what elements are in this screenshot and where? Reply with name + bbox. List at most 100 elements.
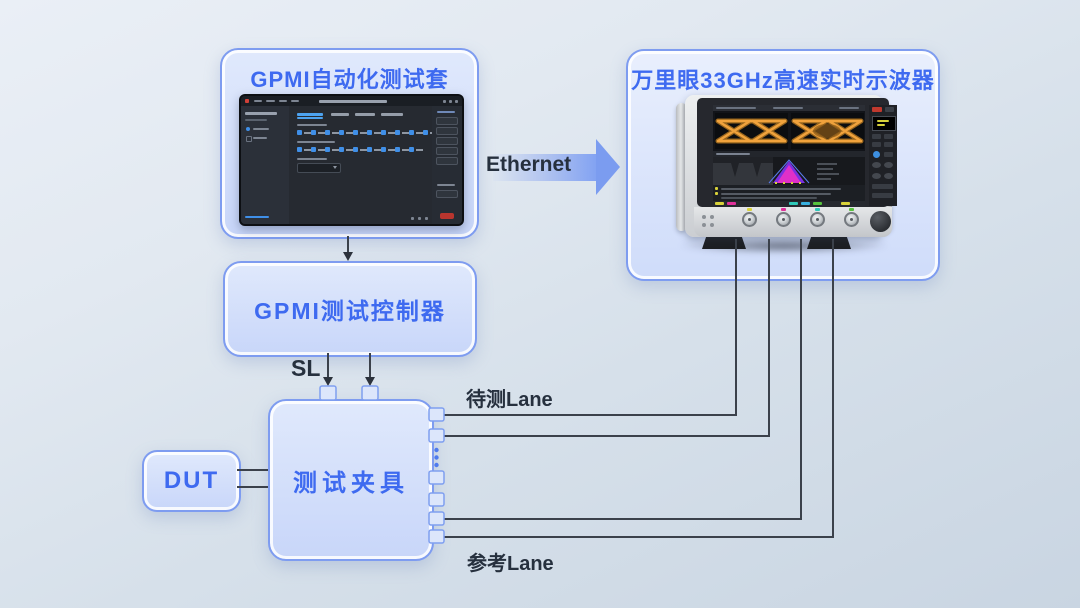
scope-channel-tabs bbox=[713, 201, 865, 206]
fixture-top-port-2 bbox=[361, 385, 379, 401]
ch2-color-dot bbox=[781, 208, 786, 211]
app-logo-icon bbox=[245, 99, 249, 103]
menu-item bbox=[266, 100, 275, 102]
ch3-color-dot bbox=[815, 208, 820, 211]
bnc-connector-ch1 bbox=[742, 212, 757, 227]
ch4-color-dot bbox=[849, 208, 854, 211]
channel-tab-yellow2 bbox=[841, 202, 850, 205]
app-window bbox=[241, 96, 462, 224]
lane-under-test-label: 待测Lane bbox=[466, 389, 553, 411]
channel-tab-cyan bbox=[801, 202, 810, 205]
knob-button-blue bbox=[873, 151, 880, 158]
menu-item bbox=[279, 100, 287, 102]
section-label bbox=[297, 141, 335, 143]
action-button bbox=[436, 147, 458, 155]
suite-box: GPMI自动化测试套 bbox=[220, 48, 479, 239]
scope-control-panel bbox=[869, 105, 897, 206]
section-label bbox=[297, 158, 327, 160]
controller-box: GPMI测试控制器 bbox=[223, 261, 477, 357]
ports-ellipsis-icon bbox=[434, 447, 439, 468]
column-label bbox=[437, 184, 455, 186]
scope-waveform-area bbox=[713, 157, 865, 185]
app-main bbox=[289, 106, 437, 224]
channel-tab-green bbox=[813, 202, 822, 205]
stop-button bbox=[440, 213, 454, 219]
eye-diagram-left bbox=[715, 113, 788, 149]
ethernet-label: Ethernet bbox=[486, 153, 572, 176]
tab-active bbox=[297, 113, 323, 116]
close-icon bbox=[455, 99, 458, 103]
app-title-text bbox=[319, 100, 387, 103]
controller-label: GPMI测试控制器 bbox=[254, 298, 446, 324]
scope-screen-toolbar bbox=[713, 105, 865, 111]
ethernet-arrow-head bbox=[596, 139, 620, 195]
checkbox-label bbox=[253, 137, 267, 139]
minimize-icon bbox=[443, 99, 446, 103]
arrowhead-suite-controller bbox=[343, 252, 353, 261]
ch1-color-dot bbox=[747, 208, 752, 211]
eye-diagram-right bbox=[791, 113, 864, 149]
scope-main-knob bbox=[870, 211, 891, 232]
tab bbox=[331, 113, 349, 116]
sidebar-subheading bbox=[245, 119, 267, 121]
bnc-connector-ch2 bbox=[776, 212, 791, 227]
chevron-down-icon bbox=[333, 166, 337, 169]
reference-lane-label: 参考Lane bbox=[467, 553, 554, 575]
arrowhead-sl-1 bbox=[323, 377, 333, 386]
ref-cable-1 bbox=[444, 239, 802, 520]
action-button bbox=[436, 127, 458, 135]
checkbox-icon bbox=[246, 136, 252, 142]
sidebar-heading bbox=[245, 112, 277, 115]
menu-item bbox=[291, 100, 299, 102]
tab bbox=[355, 113, 375, 116]
arrowhead-sl-2 bbox=[365, 377, 375, 386]
sl-label: SL bbox=[291, 355, 321, 381]
menu-item bbox=[254, 100, 262, 102]
scope-handle-left bbox=[676, 103, 687, 231]
scope-box: 万里眼33GHz高速实时示波器 bbox=[626, 49, 940, 281]
dut-label: DUT bbox=[163, 467, 220, 494]
scope-screen-bezel bbox=[697, 98, 897, 207]
status-icon bbox=[417, 216, 421, 220]
scope-screen bbox=[713, 105, 865, 206]
action-button bbox=[436, 137, 458, 145]
channel-tab-yellow bbox=[715, 202, 724, 205]
channel-tab-magenta bbox=[727, 202, 736, 205]
suite-software-screenshot bbox=[239, 94, 464, 226]
stop-button bbox=[885, 107, 894, 112]
radio-label bbox=[253, 128, 269, 130]
status-icon bbox=[410, 216, 414, 220]
oscilloscope-image bbox=[676, 95, 897, 255]
app-titlebar bbox=[241, 96, 462, 106]
scope-title: 万里眼33GHz高速实时示波器 bbox=[631, 68, 935, 93]
scope-lcd bbox=[872, 116, 896, 131]
tab bbox=[381, 113, 403, 116]
bnc-connector-ch4 bbox=[844, 212, 859, 227]
action-button bbox=[436, 157, 458, 165]
ethernet-arrow-body bbox=[493, 154, 597, 181]
status-icon bbox=[424, 216, 428, 220]
scope-front-panel bbox=[694, 207, 892, 237]
action-button bbox=[436, 190, 458, 198]
dropdown-select bbox=[297, 163, 341, 173]
dut-box: DUT bbox=[142, 450, 241, 512]
radio-selected-icon bbox=[246, 127, 250, 131]
suite-title: GPMI自动化测试套 bbox=[250, 67, 449, 92]
sidebar-link bbox=[245, 215, 269, 218]
bnc-connector-ch3 bbox=[810, 212, 825, 227]
column-heading bbox=[437, 111, 455, 113]
scope-foot bbox=[702, 236, 746, 249]
fixture-box: 测试夹具 bbox=[268, 399, 434, 561]
app-action-column bbox=[432, 106, 462, 224]
fixture-label: 测试夹具 bbox=[293, 469, 409, 497]
scope-chassis bbox=[685, 95, 897, 237]
scope-measurement-table bbox=[713, 185, 865, 201]
section-label bbox=[297, 124, 327, 126]
app-sidebar bbox=[241, 106, 289, 224]
maximize-icon bbox=[449, 99, 452, 103]
channel-tab-teal bbox=[789, 202, 798, 205]
tab-active-underline bbox=[297, 117, 323, 119]
scope-menu-strip bbox=[713, 151, 865, 157]
scope-foot bbox=[807, 236, 851, 249]
